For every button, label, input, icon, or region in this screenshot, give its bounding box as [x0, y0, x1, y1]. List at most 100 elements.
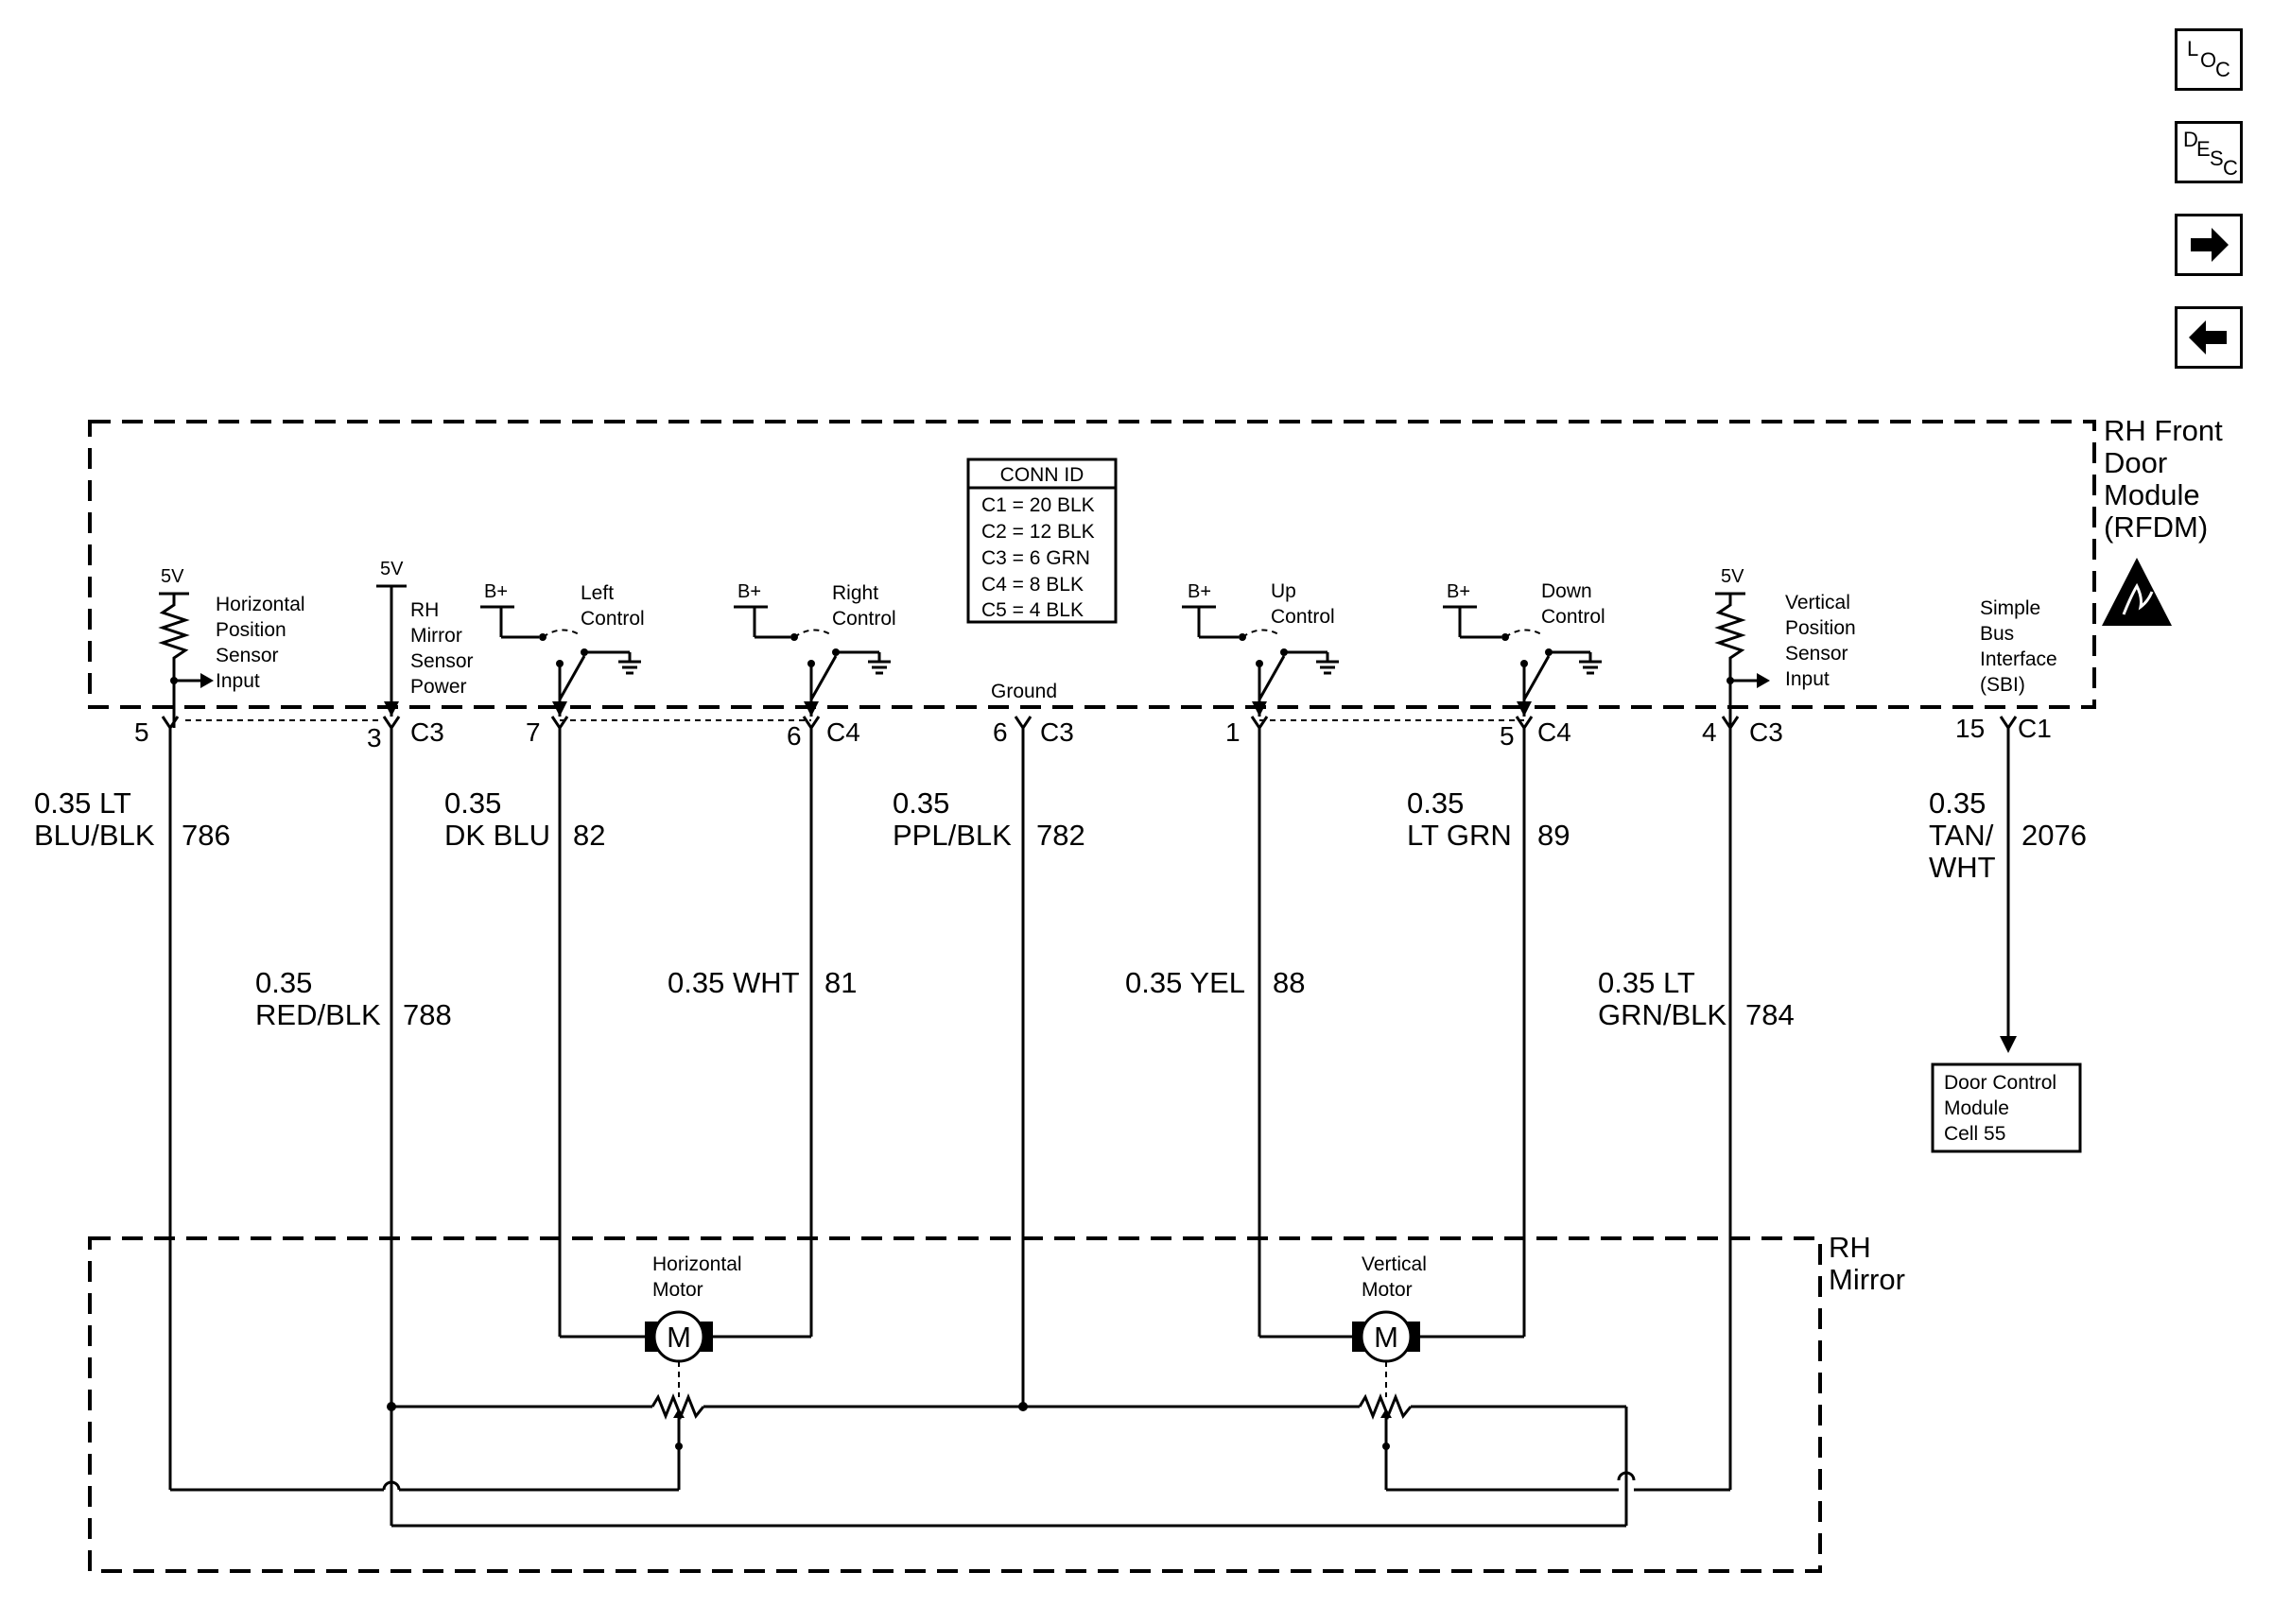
- vertical-motor-label: Vertical: [1362, 1253, 1427, 1275]
- connector-id: C3: [410, 717, 444, 747]
- supply-5v-label: 5V: [161, 566, 184, 587]
- wire-color: 0.35: [255, 966, 312, 999]
- pin-number: 3: [367, 723, 382, 752]
- vert-sensor-label: Input: [1785, 668, 1830, 690]
- mirror-wiring: [170, 1392, 1730, 1528]
- mirror-title: Mirror: [1829, 1263, 1905, 1296]
- vert-sensor-label: Vertical: [1785, 592, 1850, 613]
- forward-button[interactable]: [2175, 214, 2243, 276]
- rfdm-boundary: [88, 420, 2096, 709]
- sbi-label: Simple Bus Interface (SBI): [1980, 597, 2057, 696]
- rfdm-title-2: Door: [2104, 446, 2167, 479]
- pin-number: 6: [993, 717, 1008, 747]
- horizontal-motor: Horizontal Motor M: [560, 1253, 811, 1397]
- rh-mirror-boundary: [88, 1236, 1822, 1573]
- conn-id-row: C3 = 6 GRN: [981, 547, 1090, 569]
- conn-id-row: C4 = 8 BLK: [981, 574, 1084, 596]
- loc-letter-2: O: [2200, 48, 2217, 72]
- loc-button[interactable]: L O C: [2175, 28, 2243, 91]
- rfdm-title-3: Module: [2104, 478, 2200, 511]
- left-control-label: Left: [581, 582, 614, 604]
- left-control-switch: B+ Left Control: [480, 581, 645, 717]
- pin-number: 15: [1955, 714, 1985, 743]
- conn-id-row: C5 = 4 BLK: [981, 599, 1084, 621]
- wire-circuit: 782: [1036, 819, 1085, 852]
- up-control-label: Up: [1271, 580, 1296, 602]
- back-button[interactable]: [2175, 306, 2243, 369]
- arrow-left-icon: [2189, 320, 2227, 354]
- horiz-sensor-label: Input: [216, 670, 260, 692]
- rfdm-title-4: (RFDM): [2104, 510, 2208, 544]
- ground-label: Ground: [991, 681, 1057, 702]
- pin-number: 5: [134, 717, 149, 747]
- vert-sensor-label: Sensor: [1785, 643, 1848, 665]
- horizontal-motor-label: Horizontal: [652, 1253, 742, 1275]
- horizontal-position-sensor: 5V Horizontal Position Sensor Input: [158, 566, 305, 728]
- desc-letter-1: D: [2183, 128, 2198, 151]
- down-control-switch: B+ Down Control: [1443, 580, 1605, 717]
- bplus-label: B+: [737, 581, 761, 602]
- pin-number: 5: [1500, 721, 1515, 751]
- sbi-label-line: Simple: [1980, 597, 2040, 619]
- wire-circuit: 82: [573, 819, 605, 852]
- esd-warning-icon: [2102, 558, 2172, 626]
- conn-id-header: CONN ID: [1000, 464, 1084, 486]
- wire-color: 0.35 LT: [1598, 966, 1695, 999]
- mirror-title: RH: [1829, 1231, 1871, 1264]
- desc-letter-2: E: [2196, 137, 2211, 161]
- wire-color: PPL/BLK: [893, 819, 1012, 852]
- wire-circuit: 2076: [2021, 819, 2087, 852]
- vertical-position-sensor: 5V Vertical Position Sensor Input: [1714, 566, 1856, 728]
- motor-symbol: M: [1374, 1321, 1398, 1354]
- bplus-label: B+: [1188, 581, 1211, 602]
- horiz-sensor-label: Position: [216, 619, 286, 641]
- desc-letter-3: S: [2210, 147, 2224, 170]
- bplus-label: B+: [484, 581, 508, 602]
- wire-circuit: 88: [1273, 966, 1305, 999]
- wire-color: 0.35 LT: [34, 786, 131, 820]
- door-control-label: Cell 55: [1944, 1123, 2005, 1145]
- mirror-power-label: RH: [410, 599, 439, 621]
- pin-number: 1: [1225, 717, 1241, 747]
- pin-number: 4: [1702, 717, 1717, 747]
- right-control-label: Right: [832, 582, 878, 604]
- sbi-label-line: Bus: [1980, 623, 2014, 645]
- conn-id-row: C2 = 12 BLK: [981, 521, 1095, 543]
- supply-5v-label: 5V: [1721, 566, 1744, 587]
- wire-color: 0.35: [893, 786, 949, 820]
- desc-letter-4: C: [2223, 156, 2238, 180]
- wire-color: RED/BLK: [255, 998, 381, 1031]
- mirror-sensor-power: 5V RH Mirror Sensor Power: [376, 559, 474, 717]
- supply-5v-label: 5V: [380, 559, 404, 579]
- connector-id: C3: [1040, 717, 1074, 747]
- connector-id: C3: [1749, 717, 1783, 747]
- bplus-label: B+: [1447, 581, 1470, 602]
- vertical-motor: Vertical Motor M: [1259, 1253, 1524, 1397]
- down-control-label: Down: [1541, 580, 1592, 602]
- wire-color: LT GRN: [1407, 819, 1512, 852]
- connector-pins: 5 3 C3 7 6 C4 6 C3 1 5 C4 4 C3 15 C1: [134, 714, 2052, 752]
- wire-circuit: 81: [824, 966, 857, 999]
- wire-circuit: 788: [403, 998, 452, 1031]
- wire-color: BLU/BLK: [34, 819, 155, 852]
- right-control-label: Control: [832, 608, 896, 630]
- vertical-motor-label: Motor: [1362, 1279, 1413, 1301]
- vert-sensor-label: Position: [1785, 617, 1856, 639]
- wire-color: 0.35 WHT: [668, 966, 800, 999]
- up-control-label: Control: [1271, 606, 1335, 628]
- wire-color: 0.35: [1407, 786, 1464, 820]
- wire-circuit: 786: [182, 819, 231, 852]
- door-control-module-ref: Door Control Module Cell 55: [1931, 1063, 2082, 1153]
- sbi-label-line: Interface: [1980, 648, 2057, 670]
- sbi-label-line: (SBI): [1980, 674, 2025, 696]
- arrow-down-icon: [2000, 1036, 2017, 1053]
- pin-number: 6: [787, 721, 802, 751]
- rfdm-title-1: RH Front: [2104, 414, 2223, 447]
- mirror-power-label: Power: [410, 676, 467, 698]
- desc-button[interactable]: D E S C: [2175, 121, 2243, 183]
- arrow-right-icon: [2191, 228, 2229, 262]
- rfdm-title: RH Front Door Module (RFDM): [2104, 414, 2223, 544]
- left-control-label: Control: [581, 608, 645, 630]
- horiz-sensor-label: Horizontal: [216, 594, 305, 615]
